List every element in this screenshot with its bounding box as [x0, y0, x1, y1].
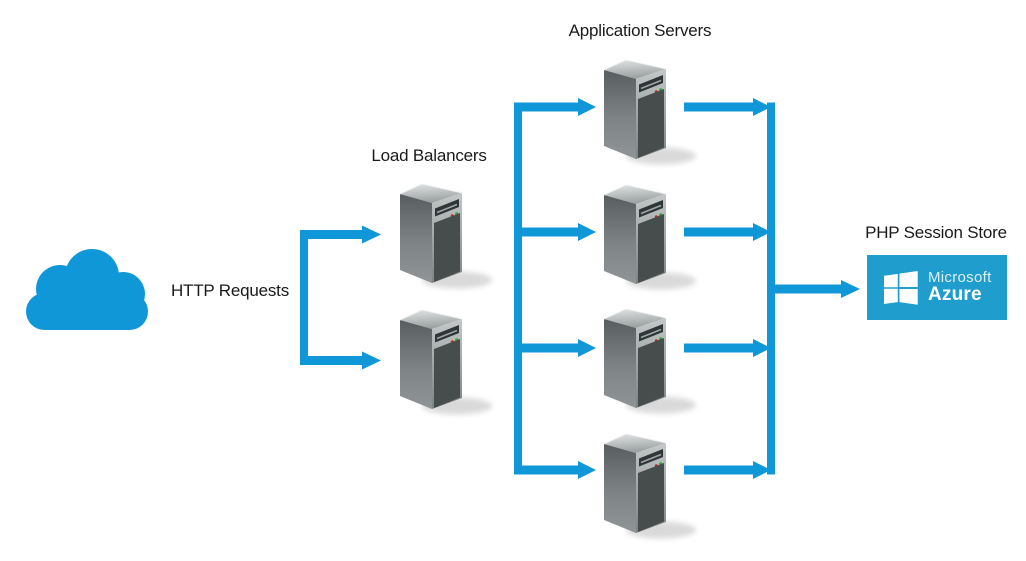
application-servers-label: Application Servers	[568, 21, 712, 40]
http-requests-label: HTTP Requests	[170, 281, 290, 300]
azure-logo-text: Microsoft Azure	[928, 270, 992, 305]
app-server-icon-2	[604, 185, 696, 290]
azure-product-text: Azure	[928, 284, 982, 305]
app-server-icon-1	[604, 60, 696, 165]
app-server-icon-4	[604, 434, 696, 539]
cloud-to-loadbalancers-arrows	[300, 225, 381, 370]
load-balancers-label: Load Balancers	[371, 146, 487, 165]
azure-brand-text: Microsoft	[928, 269, 992, 286]
appservers-to-store-arrows	[684, 98, 860, 479]
load-balancer-icon-2	[400, 310, 492, 415]
load-balancer-icon-1	[400, 184, 492, 289]
azure-logo-box: Microsoft Azure	[867, 255, 1007, 320]
php-session-store-label: PHP Session Store	[865, 223, 1007, 242]
windows-flag-icon	[884, 270, 918, 305]
loadbalancers-to-appservers-arrows	[514, 98, 596, 479]
cloud-icon	[26, 249, 148, 330]
app-server-icon-3	[604, 309, 696, 414]
